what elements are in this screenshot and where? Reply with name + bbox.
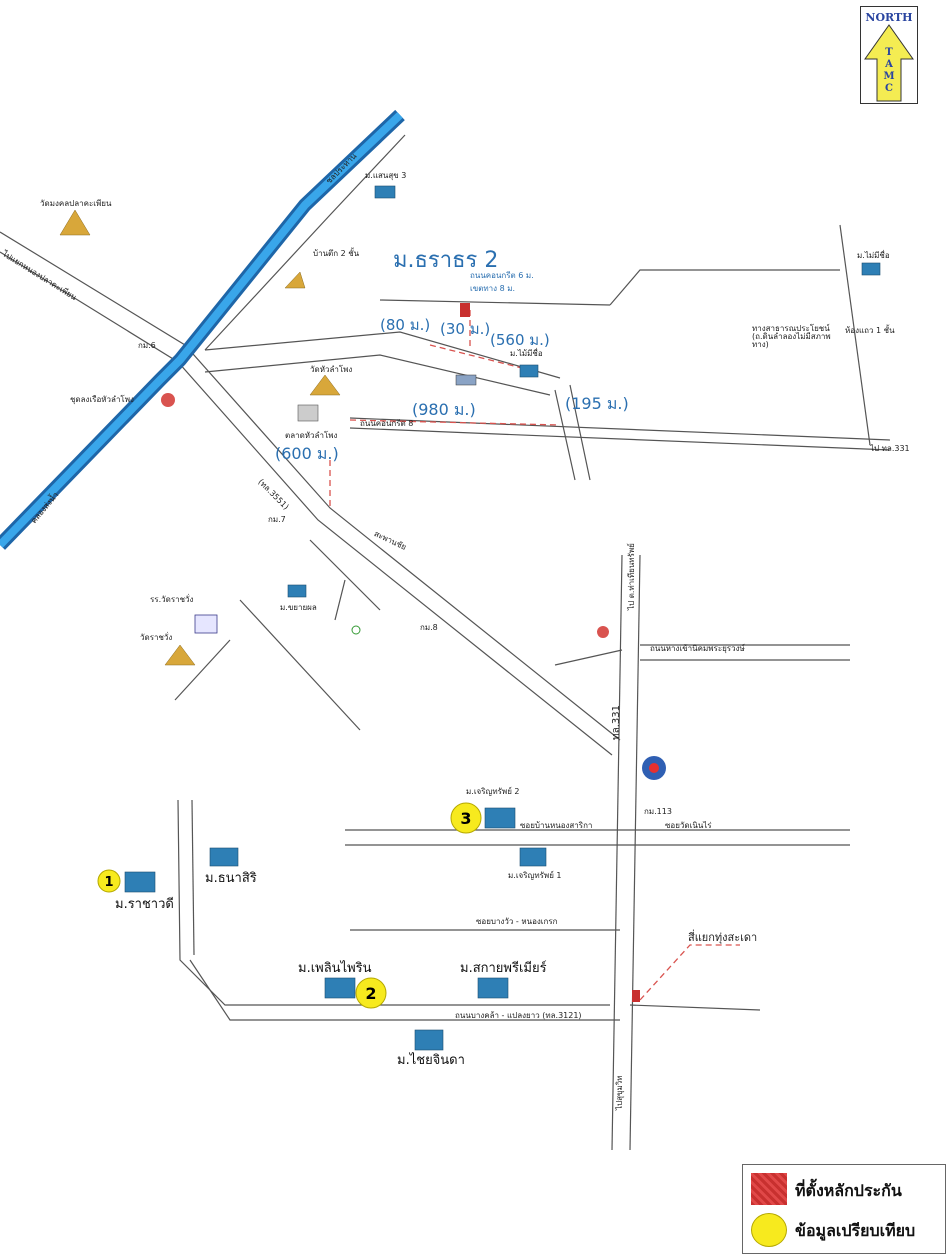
label-junction: สี่แยกทุ่งสะเดา <box>688 931 758 944</box>
subject-property-pin <box>460 303 470 317</box>
comparable-marker-1-label: 1 <box>104 875 113 890</box>
temple-icons <box>59 209 341 666</box>
label-m-phloen: ม.เพลินไพริน <box>298 961 372 976</box>
label-soi-bangwua: ซอยบางวัว - หนองเกรก <box>476 917 558 926</box>
label-highway-331: ทล.331 <box>611 705 622 740</box>
label-m-thanasiri: ม.ธนาสิริ <box>205 871 257 886</box>
distance-195: (195 ม.) <box>565 394 629 413</box>
label-soi-pa: ซอยบ้านหนองสาริกา <box>520 821 593 830</box>
map-legend: ที่ตั้งหลักประกัน ข้อมูลเปรียบเทียบ <box>742 1164 946 1254</box>
building-icon <box>455 374 477 386</box>
gas-station-icon-center <box>649 763 659 773</box>
project-name: ม.ธราธร 2 <box>393 248 499 273</box>
label-to-sukhumvit: ไปสุขุมวิท <box>615 1075 624 1111</box>
label-market: ตลาดหัวลำโพง <box>285 431 338 440</box>
label-m-ratchawadi: ม.ราชาวดี <box>115 897 174 912</box>
pin-2 <box>632 990 640 1002</box>
comparable-marker-3 <box>450 802 482 834</box>
house-icons <box>124 185 881 1051</box>
distance-30: (30 ม.) <box>440 320 491 338</box>
project-sub1: ถนนคอนกรีต 6 ม. <box>470 271 534 280</box>
label-km6: กม.6 <box>138 341 156 350</box>
landmark-icon <box>597 626 609 638</box>
north-title: NORTH <box>865 11 913 24</box>
label-shophouse: ห้องแถว 1 ชั้น <box>845 326 895 335</box>
distance-560: (560 ม.) <box>490 331 550 349</box>
comparable-marker-2-label: 2 <box>365 984 376 1003</box>
label-soi-wat: ซอยวัดเนินไร่ <box>665 821 712 830</box>
label-govt: ทางสาธารณประโยชน์ (ถ.ดินลำลองไม่มีสภาพทา… <box>752 324 831 349</box>
distance-600: (600 ม.) <box>275 444 339 463</box>
school-icon <box>194 614 218 634</box>
label-temple-road: ถนนคอนกรีต 8 <box>360 419 414 428</box>
label-road-bangkhla: ถนนบางคล้า - แปลงยาว (ทล.3121) <box>455 1011 582 1020</box>
label-wat-lamphong: วัดหัวลำโพง <box>310 365 353 374</box>
label-road-331-right: ไป ทล.331 <box>870 444 910 453</box>
label-pier: ชุดลงเรือหัวลำโพง <box>70 395 134 404</box>
north-arrow: NORTH TAMC <box>860 6 918 104</box>
market-icon <box>297 404 319 422</box>
comparable-marker-3-label: 3 <box>460 809 471 828</box>
label-m-skai: ม.สกายพรีเมียร์ <box>460 961 547 976</box>
small-circle-icon <box>351 625 361 635</box>
label-km8: กม.8 <box>420 623 438 632</box>
label-house2: บ้านตึก 2 ชั้น <box>313 249 360 258</box>
label-m-saensuk3: ม.แสนสุข 3 <box>365 171 407 180</box>
north-arrow-icon <box>864 24 914 102</box>
legend-comparable-swatch <box>751 1213 787 1247</box>
legend-comparable-label: ข้อมูลเปรียบเทียบ <box>795 1221 916 1240</box>
label-m-babang: ม.ขยายผล <box>280 603 317 612</box>
label-m-mai2: ม.ไม่มีชื่อ <box>857 251 890 260</box>
comparable-marker-2 <box>355 977 387 1009</box>
pier-icon <box>161 393 175 407</box>
label-km113: กม.113 <box>644 807 672 816</box>
label-road-wat: ถนนหางเข้านิคมพระยุรวงษ์ <box>650 644 745 653</box>
project-sub2: เขตทาง 8 ม. <box>470 284 516 293</box>
legend-pin-swatch <box>751 1173 787 1205</box>
label-school: รร.วัดราชวั่ง <box>150 595 194 604</box>
distance-80: (80 ม.) <box>380 316 431 334</box>
label-km7: กม.7 <box>268 515 286 524</box>
label-m-chaloen2: ม.เจริญทรัพย์ 2 <box>466 787 520 796</box>
label-m-chaloen1: ม.เจริญทรัพย์ 1 <box>508 871 562 880</box>
label-m-banmai: ม.ไม้มีชื่อ <box>510 349 543 358</box>
label-wat-ratchawang: วัดราชวั่ง <box>140 633 173 642</box>
label-to-klong: ไป ต.ท่าเทียนทรัพย์ <box>627 543 636 610</box>
legend-pin-label: ที่ตั้งหลักประกัน <box>795 1181 902 1200</box>
road-network <box>0 119 891 1151</box>
comparable-marker-1 <box>97 869 121 893</box>
label-wat-mongkol: วัดมงคลปลาคะเพียน <box>40 199 112 208</box>
north-code: TAMC <box>883 47 895 94</box>
canal <box>0 109 405 550</box>
label-m-chaiyachinda: ม.ไชยจินดา <box>397 1053 465 1068</box>
distance-980: (980 ม.) <box>412 400 476 419</box>
distance-lines <box>329 310 740 1001</box>
